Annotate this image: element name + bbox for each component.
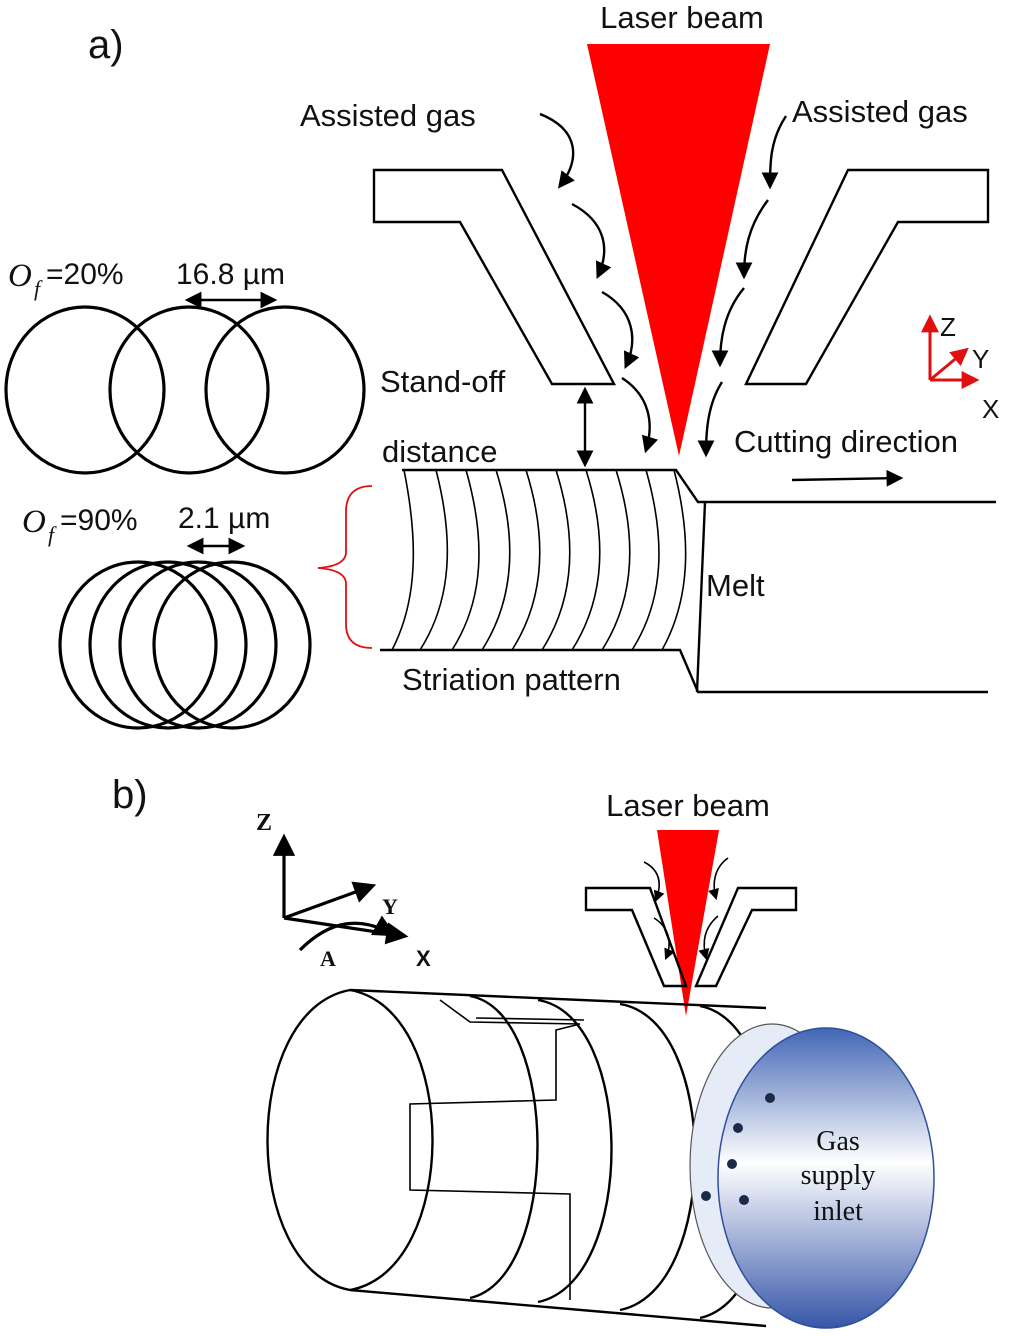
overlap-20-symbol: O xyxy=(8,258,32,294)
overlap-20-value: =20% xyxy=(46,258,124,291)
nozzle-left-a xyxy=(372,168,616,386)
axis-a-b: A xyxy=(320,946,336,971)
gas-flow-arrows-right xyxy=(697,115,787,458)
circle-20-3 xyxy=(204,305,366,475)
axis-z-b: Z xyxy=(256,810,272,836)
striation-label: Striation pattern xyxy=(402,662,621,697)
laser-beam-a xyxy=(587,44,770,456)
laser-label-a: Laser beam xyxy=(600,0,764,35)
spacing-20-label: 16.8 µm xyxy=(176,258,285,291)
circle-20-2 xyxy=(108,305,270,475)
cutting-direction-arrow xyxy=(791,469,904,487)
overlap-90-symbol: O xyxy=(22,504,46,540)
nozzle-right-b xyxy=(694,886,798,988)
axes-a: Z Y X xyxy=(921,312,999,424)
axis-x-a: X xyxy=(982,394,999,424)
nozzle-right-a xyxy=(744,168,990,386)
assisted-gas-left: Assisted gas xyxy=(300,98,476,133)
circle-90-3 xyxy=(118,560,278,730)
spacing-90-label: 2.1 µm xyxy=(178,502,270,535)
melt-label: Melt xyxy=(706,568,765,603)
panel-a-label: a) xyxy=(88,23,124,67)
axis-y-b: Y xyxy=(382,894,398,919)
assisted-gas-right: Assisted gas xyxy=(792,94,968,129)
axes-b: Z Y X A xyxy=(256,810,431,971)
cutting-direction-label: Cutting direction xyxy=(734,424,958,459)
laser-beam-b xyxy=(657,830,719,1016)
gas-inlet-disc xyxy=(717,1027,935,1329)
workpiece-a xyxy=(380,468,996,694)
overlap-90-group: O f =90% 2.1 µm xyxy=(22,502,312,730)
overlap-90-value: =90% xyxy=(60,504,138,537)
circle-90-4 xyxy=(152,560,312,730)
standoff-label-1: Stand-off xyxy=(380,364,506,399)
gas-flow-arrows-b xyxy=(643,857,729,961)
laser-label-b: Laser beam xyxy=(606,788,770,823)
panel-b-label: b) xyxy=(112,773,148,817)
gas-flow-arrows-left xyxy=(539,112,658,454)
inlet-label-2: supply xyxy=(801,1160,876,1191)
striation-brace xyxy=(317,485,373,649)
inlet-label-1: Gas xyxy=(816,1126,860,1157)
striation-lines xyxy=(391,469,687,651)
nozzle-left-b xyxy=(584,886,688,988)
inlet-label-3: inlet xyxy=(813,1196,863,1227)
axis-x-b: X xyxy=(416,946,431,971)
overlap-90-subscript: f xyxy=(48,522,57,547)
overlap-20-subscript: f xyxy=(34,276,43,301)
inlet-holes xyxy=(701,1093,775,1205)
overlap-20-group: O f =20% 16.8 µm xyxy=(4,258,366,475)
standoff-label-2: distance xyxy=(382,434,497,469)
axis-y-a: Y xyxy=(972,344,989,374)
circle-90-2 xyxy=(88,560,248,730)
circle-90-1 xyxy=(58,560,218,730)
circle-20-1 xyxy=(4,305,166,475)
axis-z-a: Z xyxy=(940,312,956,342)
